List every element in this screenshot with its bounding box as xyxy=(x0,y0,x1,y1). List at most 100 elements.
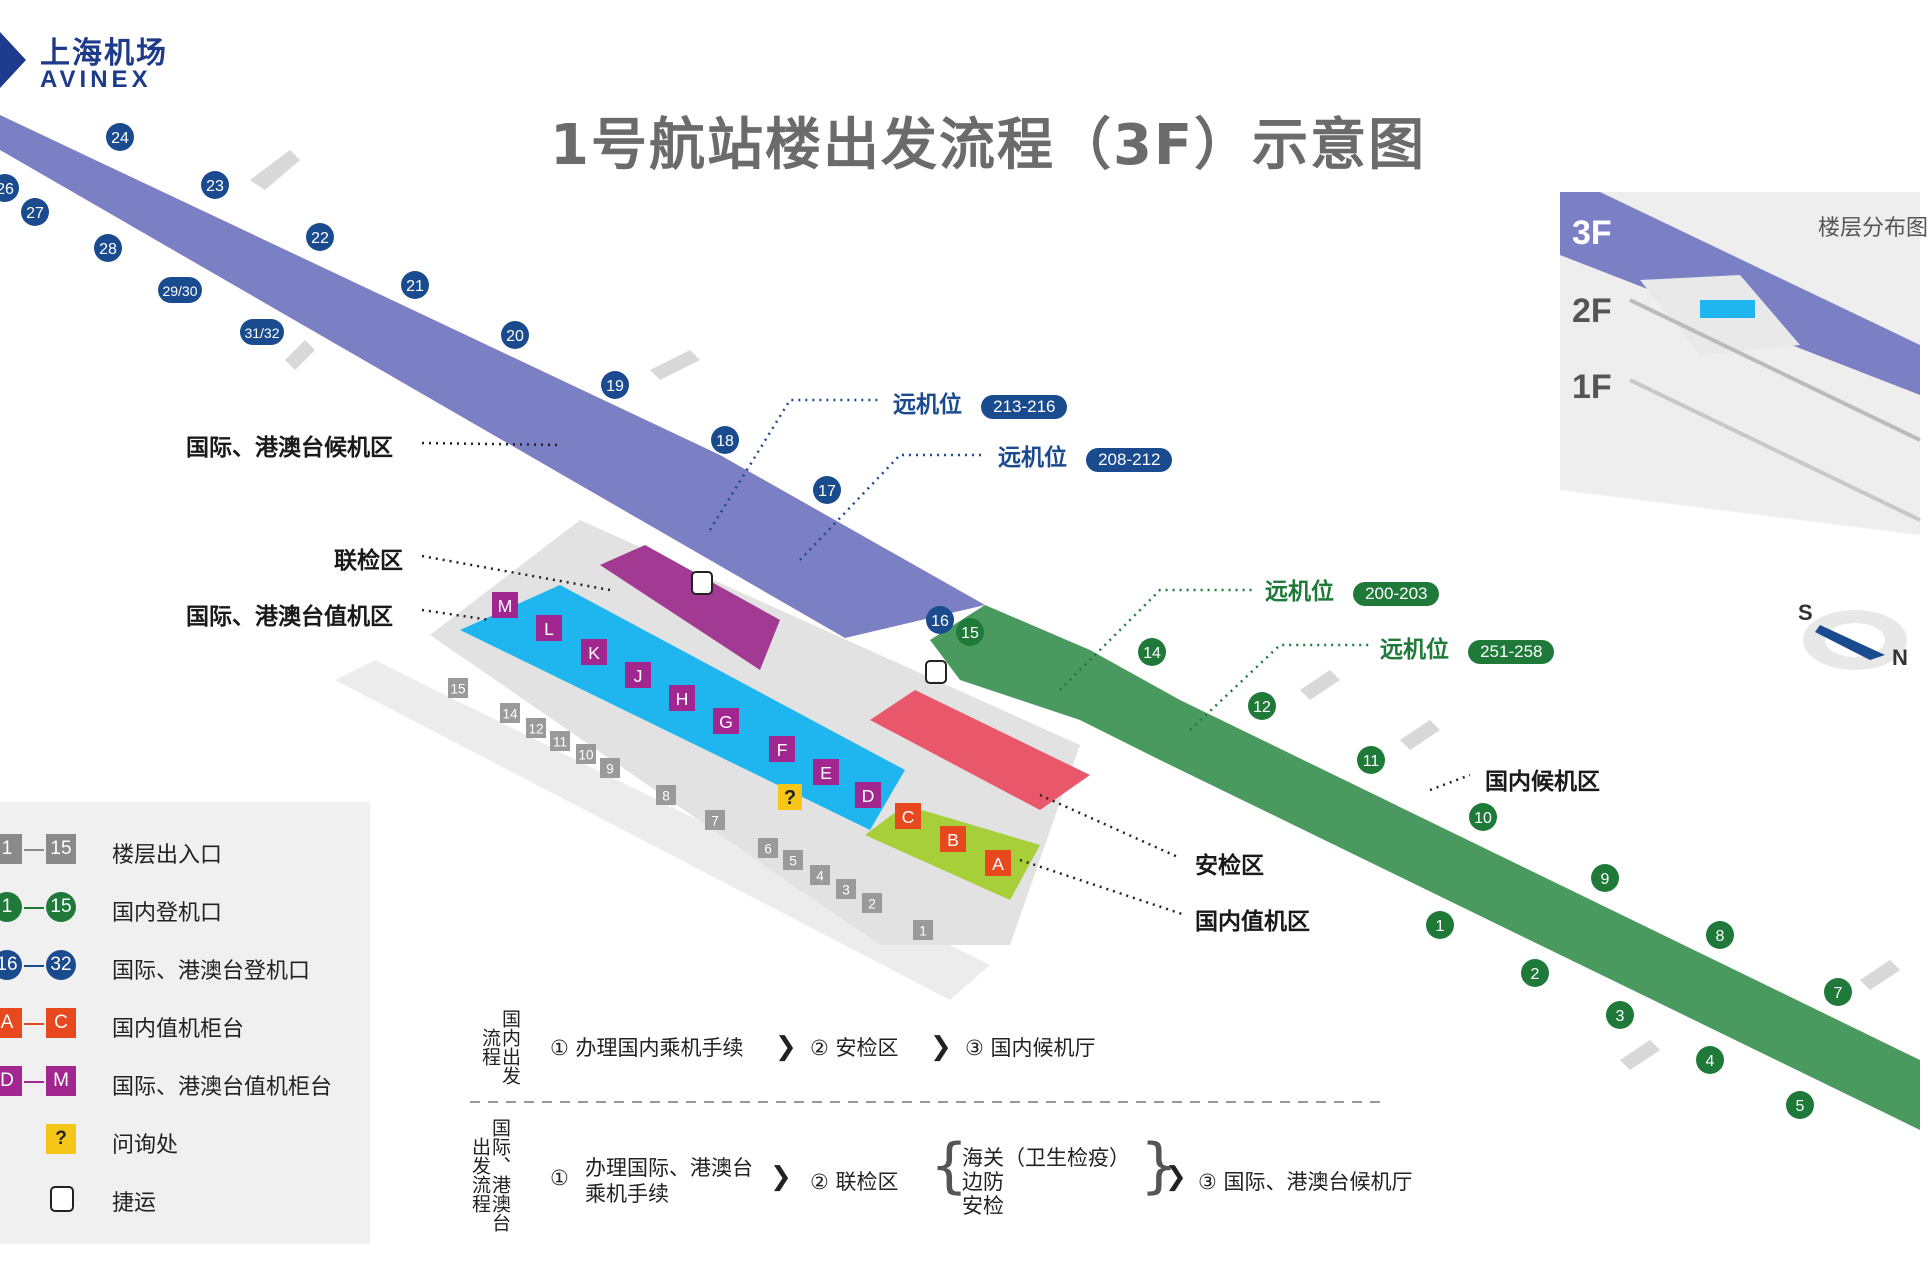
compass-south: S xyxy=(1798,600,1813,625)
dom-gate-badge: 4 xyxy=(1696,1046,1724,1074)
joint-inspection-area xyxy=(600,545,780,670)
intl-gate-badge: 22 xyxy=(306,223,334,251)
remote-stand-200: 远机位 200-203 xyxy=(1265,572,1440,606)
legend-text: 楼层出入口 xyxy=(112,843,223,868)
legend-dash xyxy=(24,907,44,909)
legend: 1 15 楼层出入口 1 15 国内登机口 16 32 国际、港澳台登机口 A … xyxy=(0,802,370,1244)
page-title: 1号航站楼出发流程（3F）示意图 xyxy=(550,113,1427,178)
intl-counter-badge: J xyxy=(625,662,651,688)
svg-text:29/30: 29/30 xyxy=(162,283,197,299)
svg-text:14: 14 xyxy=(502,706,518,721)
legend-badge-from: A xyxy=(0,1008,22,1038)
chevron-right-icon: ❯ xyxy=(930,1032,952,1062)
chevron-right-icon: ❯ xyxy=(1165,1162,1187,1192)
intl-gate-badge: 17 xyxy=(813,476,841,504)
svg-text:M: M xyxy=(498,596,513,616)
svg-text:G: G xyxy=(719,712,733,732)
svg-text:F: F xyxy=(777,740,788,760)
legend-badge-to: C xyxy=(46,1008,76,1038)
flow-side-label: 国际、港澳台出发流程 xyxy=(469,1118,511,1232)
svg-text:5: 5 xyxy=(1796,1098,1805,1115)
svg-text:12: 12 xyxy=(1253,699,1271,716)
svg-text:9: 9 xyxy=(606,761,614,776)
legend-dash xyxy=(24,1081,44,1083)
floor-entrance-badge: 12 xyxy=(526,718,546,738)
legend-text: 国际、港澳台登机口 xyxy=(112,959,311,984)
dom-gate-badge: 10 xyxy=(1469,803,1497,831)
svg-text:18: 18 xyxy=(716,433,734,450)
legend-badge-to: 15 xyxy=(46,834,76,864)
svg-text:1: 1 xyxy=(919,923,927,938)
svg-text:A: A xyxy=(992,854,1004,874)
intl-counter-badge: G xyxy=(713,708,739,734)
svg-text:J: J xyxy=(634,666,643,686)
legend-row-info: ? 问询处 xyxy=(0,1124,370,1158)
svg-text:8: 8 xyxy=(662,788,670,803)
dom-gate-badge: 14 xyxy=(1138,638,1166,666)
zone-label-dom-checkin: 国内值机区 xyxy=(1195,909,1310,935)
legend-row-intl-gate: 16 32 国际、港澳台登机口 xyxy=(0,950,370,984)
svg-text:22: 22 xyxy=(311,230,329,247)
svg-text:21: 21 xyxy=(406,278,424,295)
svg-text:L: L xyxy=(544,619,554,639)
flow-step-1: ① 办理国内乘机手续 xyxy=(550,1036,744,1060)
svg-text:5: 5 xyxy=(789,853,797,868)
floor-entrance-badge: 7 xyxy=(705,810,725,830)
floor-entrance-badge: 6 xyxy=(758,838,778,858)
zone-label-security: 安检区 xyxy=(1195,853,1264,879)
logo-cn: 上海机场 xyxy=(40,36,168,71)
svg-text:3: 3 xyxy=(1616,1008,1625,1025)
dom-gate-badge: 9 xyxy=(1591,864,1619,892)
intl-gate-badge: 23 xyxy=(201,171,229,199)
legend-dash xyxy=(24,965,44,967)
svg-text:17: 17 xyxy=(818,483,836,500)
flow-check-1: 海关（卫生检疫） xyxy=(962,1146,1130,1170)
brace-left-icon: { xyxy=(930,1131,969,1201)
flow-check-2: 边防 xyxy=(962,1170,1004,1194)
legend-text: 问询处 xyxy=(112,1133,179,1158)
brace-right-icon: } xyxy=(1140,1131,1179,1201)
svg-text:10: 10 xyxy=(1474,810,1492,827)
chevron-right-icon: ❯ xyxy=(775,1032,797,1062)
dom-counter-badge: A xyxy=(985,850,1011,876)
zone-label-intl-waiting: 国际、港澳台候机区 xyxy=(186,435,393,461)
floor-entrance-badge: 4 xyxy=(810,865,830,885)
legend-row-dom-counter: A C 国内值机柜台 xyxy=(0,1008,370,1042)
floor-entrance-badge: 1 xyxy=(913,920,933,940)
flow-step-1-line2: 乘机手续 xyxy=(585,1182,669,1206)
remote-stand-range: 213-216 xyxy=(981,395,1068,419)
info-desk-icon xyxy=(778,784,802,810)
svg-text:15: 15 xyxy=(450,681,465,696)
floor-entrance-badge: 3 xyxy=(836,879,856,899)
flow-step-1-num: ① xyxy=(550,1166,569,1190)
intl-counter-badge: E xyxy=(813,759,839,785)
floor-entrance-badge: 5 xyxy=(783,850,803,870)
svg-text:31/32: 31/32 xyxy=(244,325,279,341)
intl-counter-badge: M xyxy=(492,592,518,618)
dom-gate-badge: 3 xyxy=(1606,1001,1634,1029)
flow-side-label: 国内出发流程 xyxy=(479,1009,521,1085)
legend-row-shuttle: 捷运 xyxy=(0,1182,370,1216)
floor-entrance-badge: 11 xyxy=(550,731,570,751)
intl-gate-badge: 16 xyxy=(926,606,954,634)
dom-counter-badge: C xyxy=(895,803,921,829)
remote-stand-label: 远机位 xyxy=(998,445,1067,471)
dom-pier xyxy=(930,605,1920,1130)
svg-text:26: 26 xyxy=(0,181,14,198)
svg-text:H: H xyxy=(676,689,689,709)
airplane-icon xyxy=(250,150,1900,1070)
svg-text:D: D xyxy=(862,786,875,806)
dom-gate-badge: 12 xyxy=(1248,692,1276,720)
zone-label-intl-checkin: 国际、港澳台值机区 xyxy=(186,604,393,630)
svg-text:20: 20 xyxy=(506,328,524,345)
svg-text:2: 2 xyxy=(868,896,876,911)
legend-badge-info: ? xyxy=(46,1124,76,1154)
flow-international: 国际、港澳台出发流程 ① 办理国际、港澳台 乘机手续 ❯ ② 联检区 { 海关（… xyxy=(469,1110,1413,1250)
floor-entrance-badge: 10 xyxy=(576,744,596,764)
shuttle-icon xyxy=(50,1186,74,1212)
inset-floor-3f: 3F xyxy=(1572,214,1612,252)
intl-counter-badge: H xyxy=(669,685,695,711)
